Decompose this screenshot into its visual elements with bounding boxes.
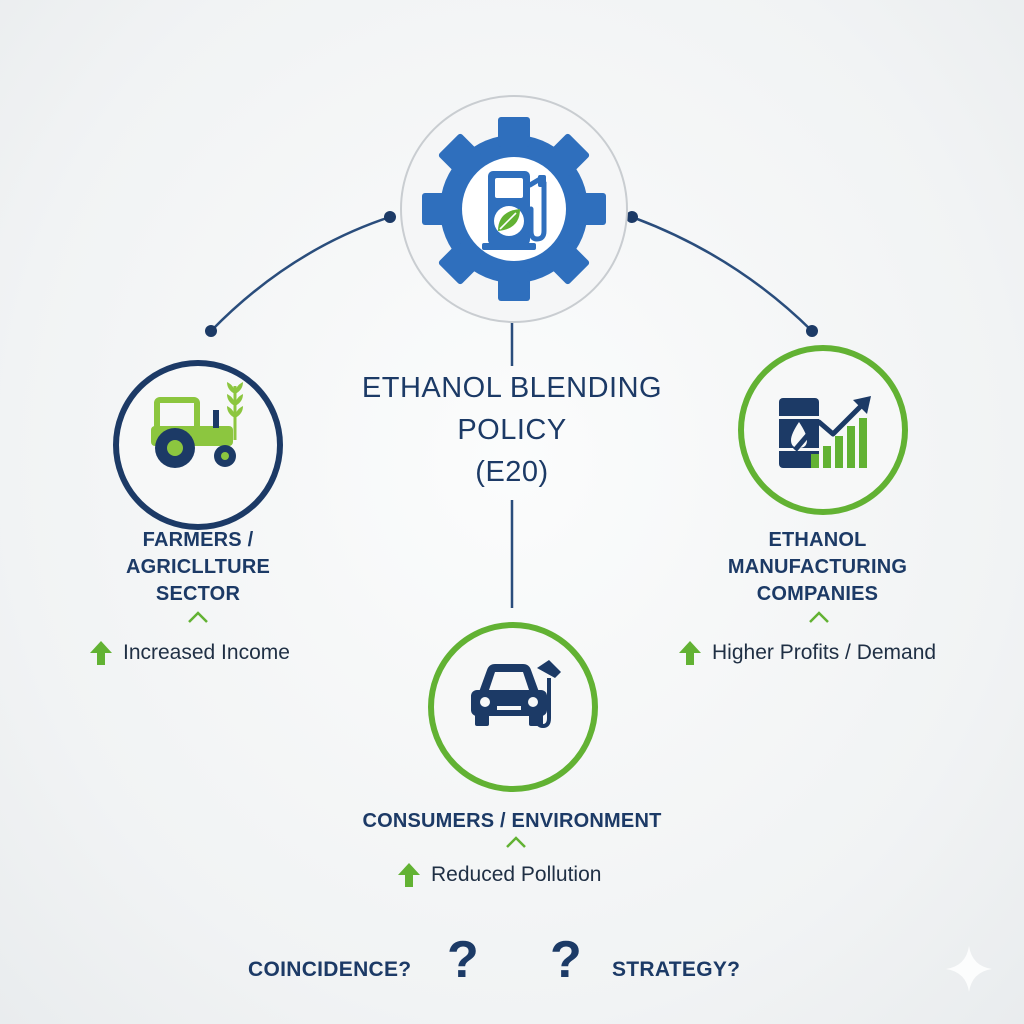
ethanol-label-line-1: ETHANOL xyxy=(768,529,867,551)
consumers-benefit-text: Reduced Pollution xyxy=(431,863,602,886)
arrow-up-icon xyxy=(90,641,112,665)
strategy-question: STRATEGY? xyxy=(612,958,741,981)
farmers-label-line-3: SECTOR xyxy=(155,583,241,605)
ethanol-node-ring xyxy=(738,345,908,515)
farmers-benefit: Increased Income xyxy=(89,640,290,666)
caret-up-icon xyxy=(188,611,208,623)
ethanol-label-line-2: MANUFACTURING xyxy=(727,556,908,578)
question-mark-left: ? xyxy=(447,931,479,989)
farmers-node-ring xyxy=(113,360,283,530)
caret-up-icon xyxy=(809,611,829,623)
farmers-label: FARMERS / AGRICLLTURE SECTOR xyxy=(98,527,298,608)
sparkle-icon xyxy=(946,946,992,992)
farmers-label-line-2: AGRICLLTURE xyxy=(125,556,271,578)
consumers-label-line-1: CONSUMERS / ENVIRONMENT xyxy=(362,810,662,832)
farmers-label-line-1: FARMERS / xyxy=(142,529,254,551)
title-line-2: POLICY xyxy=(457,414,567,446)
ethanol-benefit-text: Higher Profits / Demand xyxy=(712,641,937,664)
caret-up-icon xyxy=(506,836,526,848)
car-fuel-nozzle-icon xyxy=(471,660,561,729)
title-line-3: (E20) xyxy=(475,456,549,488)
ethanol-benefit: Higher Profits / Demand xyxy=(678,640,936,666)
arrow-up-icon xyxy=(679,641,701,665)
gear-fuel-pump-leaf-icon xyxy=(422,117,606,301)
oil-barrel-growth-chart-icon xyxy=(779,396,871,468)
tractor-icon xyxy=(151,382,243,468)
ethanol-label: ETHANOL MANUFACTURING COMPANIES xyxy=(710,527,925,608)
title-line-1: ETHANOL BLENDING xyxy=(361,372,663,404)
consumers-label: CONSUMERS / ENVIRONMENT xyxy=(352,808,672,835)
coincidence-question: COINCIDENCE? xyxy=(248,958,412,981)
question-mark-right: ? xyxy=(550,931,582,989)
consumers-benefit: Reduced Pollution xyxy=(397,862,601,888)
ethanol-label-line-3: COMPANIES xyxy=(756,583,879,605)
arrow-up-icon xyxy=(398,863,420,887)
farmers-benefit-text: Increased Income xyxy=(123,641,290,664)
